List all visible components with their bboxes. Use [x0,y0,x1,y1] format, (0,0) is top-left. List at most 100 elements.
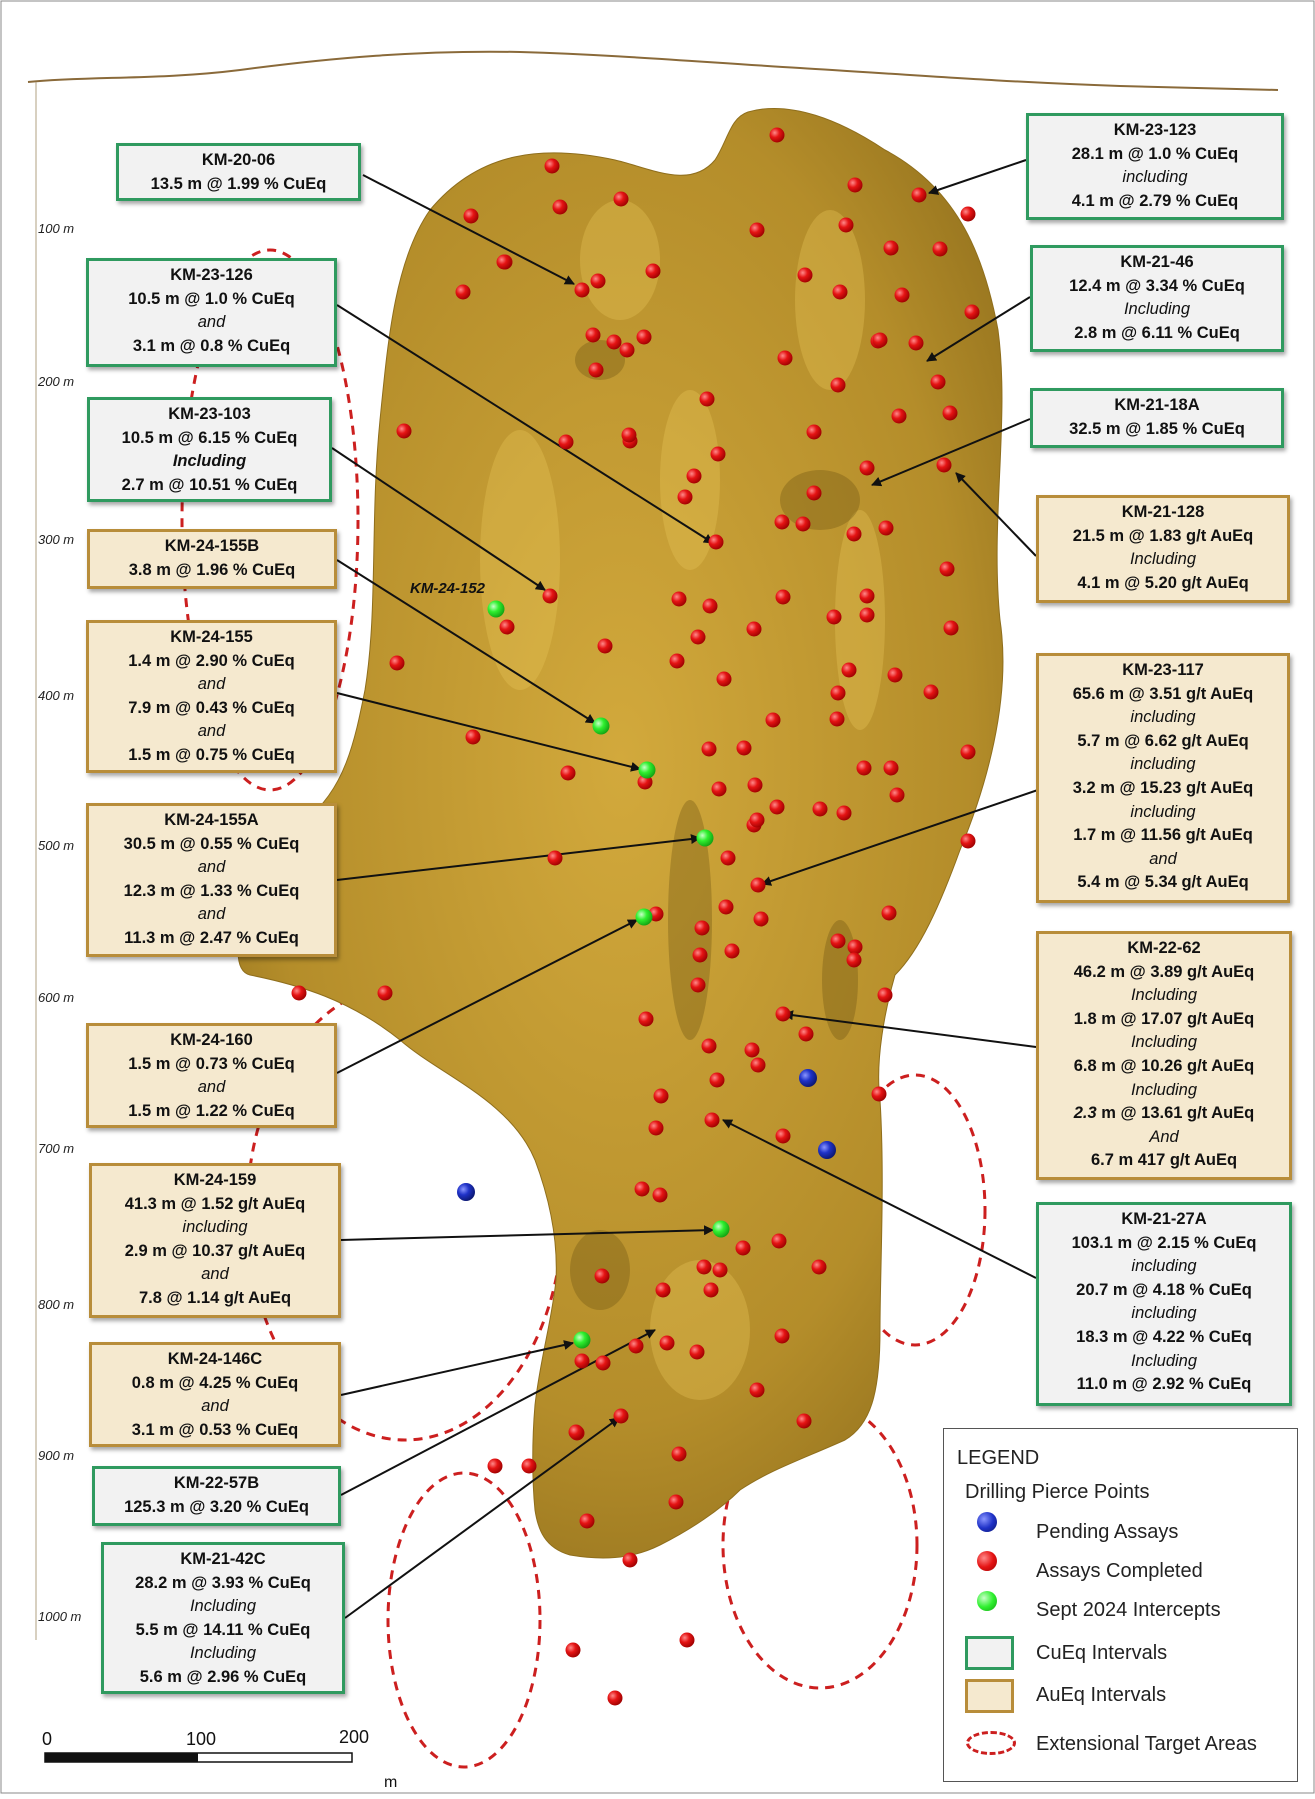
assay-completed-point [777,350,793,366]
callout-interval: 1.5 m @ 0.73 % CuEq [128,1054,295,1073]
scale-label-100: 100 [186,1729,217,1749]
assay-completed-point [830,377,846,393]
callout-hole-id: KM-21-27A [1121,1210,1207,1228]
legend-subtitle: Drilling Pierce Points [965,1481,1150,1503]
assay-completed-point [708,534,724,550]
assay-completed-point [932,241,948,257]
callout-connector-word: including [1122,168,1188,187]
assay-completed-point [936,457,952,473]
assay-completed-point [711,781,727,797]
arrow-km-22-62 [783,1010,1037,1048]
callout-connector-word: including [1130,802,1196,821]
assay-completed-point [702,598,718,614]
assay-completed-point [812,801,828,817]
assay-completed-point [846,526,862,542]
assay-completed-point [574,1353,590,1369]
assay-completed-point [499,619,515,635]
legend: LEGEND Drilling Pierce Points Pending As… [943,1428,1298,1782]
target-area-lower-right [721,1400,919,1690]
arrow-km-21-42c [344,1417,620,1619]
arrow-km-21-46 [926,296,1031,362]
legend-cueq-swatch [965,1636,1014,1670]
assay-completed-point [908,335,924,351]
callout-interval: 0.8 m @ 4.25 % CuEq [131,1373,299,1392]
scale-unit: m [384,1774,398,1791]
assay-completed-point [648,1120,664,1136]
sept-2024-intercept-point [696,829,714,847]
pending-assay-point [818,1141,836,1159]
callout-interval: 11.3 m @ 2.47 % CuEq [124,928,299,947]
assay-completed-point [774,1328,790,1344]
assay-completed-point [463,208,479,224]
assay-completed-point [653,1088,669,1104]
assay-completed-point [487,1458,503,1474]
assay-completed-point [692,947,708,963]
assay-completed-point [923,684,939,700]
assay-completed-point [750,877,766,893]
assay-completed-point [830,933,846,949]
callout-connector-word: And [1149,1127,1179,1146]
callout-interval: 5.6 m @ 2.96 % CuEq [139,1667,307,1686]
assay-completed-point [765,712,781,728]
assay-completed-point [552,199,568,215]
legend-sept-swatch [977,1591,997,1611]
callout-hole-id: KM-21-46 [1120,253,1194,271]
assay-completed-point [796,1413,812,1429]
assay-completed-point [696,1259,712,1275]
callout-hole-id: KM-22-62 [1127,939,1201,957]
assay-completed-point [574,282,590,298]
assay-completed-point [686,468,702,484]
assay-completed-point [749,222,765,238]
depth-label-900m: 900 m [38,1448,75,1463]
assay-completed-point [607,1690,623,1706]
arrow-km-24-155b [336,559,596,724]
depth-label-200m: 200 m [38,374,75,389]
assay-completed-point [544,158,560,174]
assay-completed-point [811,1259,827,1275]
assay-completed-point [795,516,811,532]
callout-interval: 21.5 m @ 1.83 g/t AuEq [1072,526,1254,545]
callout-connector-word: Including [1130,986,1198,1005]
orebody [237,108,1004,1559]
callout-interval: 5.5 m @ 14.11 % CuEq [135,1620,311,1639]
callout-interval: 20.7 m @ 4.18 % CuEq [1076,1280,1252,1299]
callout-hole-id: KM-23-103 [168,405,251,423]
callout-connector-word: Including [189,1644,257,1663]
legend-pending-swatch [977,1512,997,1532]
callout-interval: 6.8 m @ 10.26 g/t AuEq [1073,1056,1255,1075]
assay-completed-point [964,304,980,320]
assay-completed-point [724,943,740,959]
assay-completed-point [856,760,872,776]
assay-completed-point [735,1240,751,1256]
callout-interval: 1.4 m @ 2.90 % CuEq [128,651,295,670]
callout-connector-word: including [1130,755,1196,774]
callout-connector-word: and [197,722,226,741]
assay-completed-point [496,254,512,270]
sept-2024-intercept-points [487,600,730,1349]
depth-label-400m: 400 m [38,688,75,703]
pierce-label-km-24-152: KM-24-152 [410,580,486,597]
assay-completed-point [830,685,846,701]
assay-completed-point [606,334,622,350]
assay-completed-point [753,911,769,927]
callout-interval: 1.5 m @ 1.22 % CuEq [128,1101,295,1120]
assay-completed-point [744,1042,760,1058]
arrow-km-24-146c [340,1340,574,1396]
assay-completed-point [579,1513,595,1529]
assay-completed-point [960,833,976,849]
assay-completed-point [622,1552,638,1568]
assay-completed-point [389,655,405,671]
assay-completed-point [841,662,857,678]
pending-assays-points [457,1069,836,1201]
depth-label-700m: 700 m [38,1141,75,1156]
assay-completed-point [669,653,685,669]
callout-interval: 3.1 m @ 0.8 % CuEq [132,336,291,355]
